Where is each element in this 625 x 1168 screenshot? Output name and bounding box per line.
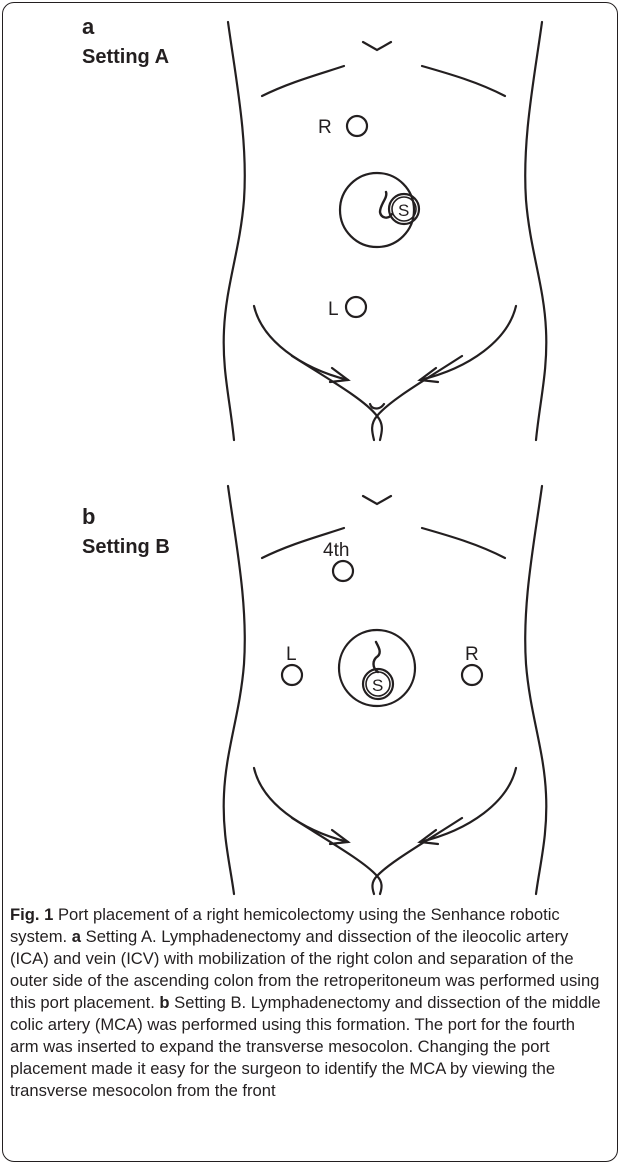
port-l-label: L [328,299,339,320]
caption-fig-label: Fig. 1 [10,905,53,924]
port-r-label: R [465,644,479,665]
port-l-circle [346,297,366,317]
scope-port-label: S [398,201,409,220]
panel-a: a Setting A R L S [0,0,625,445]
caption-label-a: a [72,927,81,946]
scope-curl-icon [374,642,380,672]
port-4th-label: 4th [323,540,349,561]
panel-a-body-outline: R L S [0,0,625,445]
panel-b-body-outline: 4th L R S [0,478,625,898]
port-r-circle [462,665,482,685]
port-l-label: L [286,644,297,665]
port-4th-circle [333,561,353,581]
scope-port-label: S [372,676,383,695]
port-r-label: R [318,117,332,138]
port-r-circle [347,116,367,136]
port-l-circle [282,665,302,685]
figure-caption: Fig. 1 Port placement of a right hemicol… [10,904,606,1102]
caption-label-b: b [159,993,169,1012]
panel-b: b Setting B 4th L R S [0,478,625,898]
